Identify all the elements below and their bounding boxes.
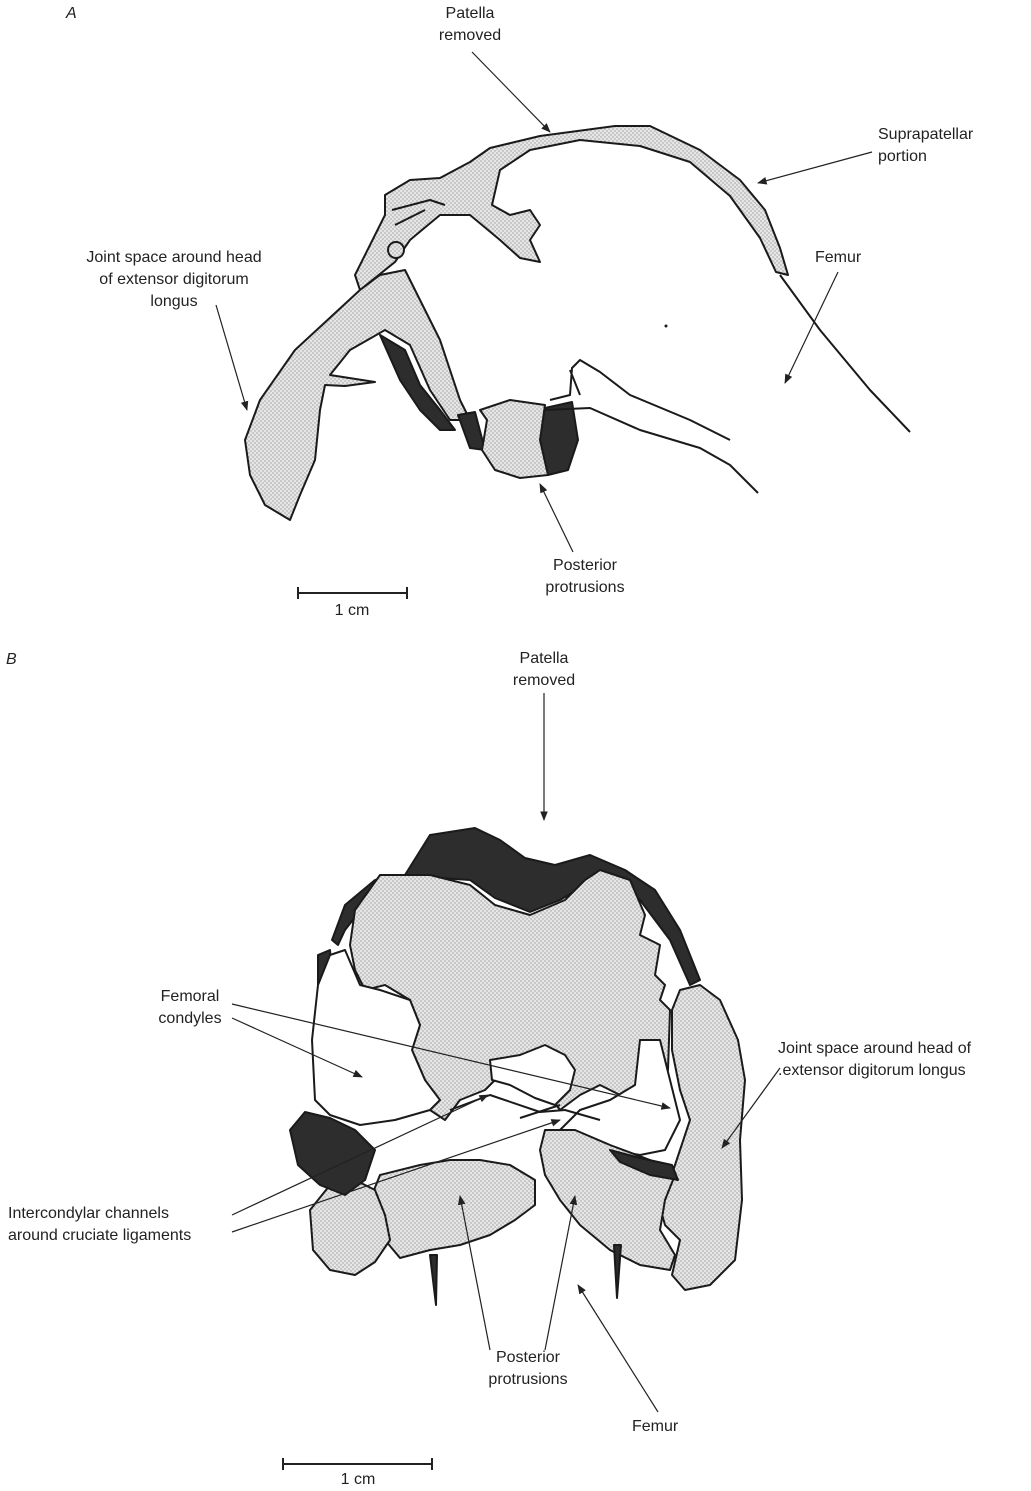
femur-outline-a xyxy=(545,275,910,493)
label-patella-removed-a: Patella removed xyxy=(410,3,530,47)
panel-b-letter: B xyxy=(6,649,17,671)
label-femoral-condyles: Femoral condyles xyxy=(140,986,240,1030)
scale-label-a: 1 cm xyxy=(312,600,392,622)
label-posterior-protrusions-b: Posterior protrusions xyxy=(468,1347,588,1391)
label-patella-removed-b: Patella removed xyxy=(484,648,604,692)
scale-label-b: 1 cm xyxy=(318,1469,398,1491)
label-intercondylar-channels: Intercondylar channels around cruciate l… xyxy=(8,1203,238,1247)
spike-right xyxy=(614,1245,621,1298)
scale-bar-a xyxy=(298,587,407,599)
label-femur-a: Femur xyxy=(815,247,895,269)
panel-b-drawing xyxy=(290,828,745,1305)
posterior-protrusion-left xyxy=(372,1160,535,1258)
label-suprapatellar-portion: Suprapatellar portion xyxy=(878,124,1018,168)
panel-a-letter: A xyxy=(66,3,77,25)
posterior-protrusion-a xyxy=(480,400,548,478)
label-joint-space-a: Joint space around head of extensor digi… xyxy=(55,247,293,313)
panel-a-leaders xyxy=(216,52,872,552)
panel-a-drawing xyxy=(245,126,910,520)
label-joint-space-b: Joint space around head of .extensor dig… xyxy=(778,1038,1028,1082)
spike-left xyxy=(430,1255,437,1305)
suprapatellar-pouch-shape xyxy=(355,126,788,290)
label-posterior-protrusions-a: Posterior protrusions xyxy=(525,555,645,599)
small-loop xyxy=(388,242,404,258)
dark-patch-a2 xyxy=(458,412,485,450)
label-femur-b: Femur xyxy=(632,1416,712,1438)
